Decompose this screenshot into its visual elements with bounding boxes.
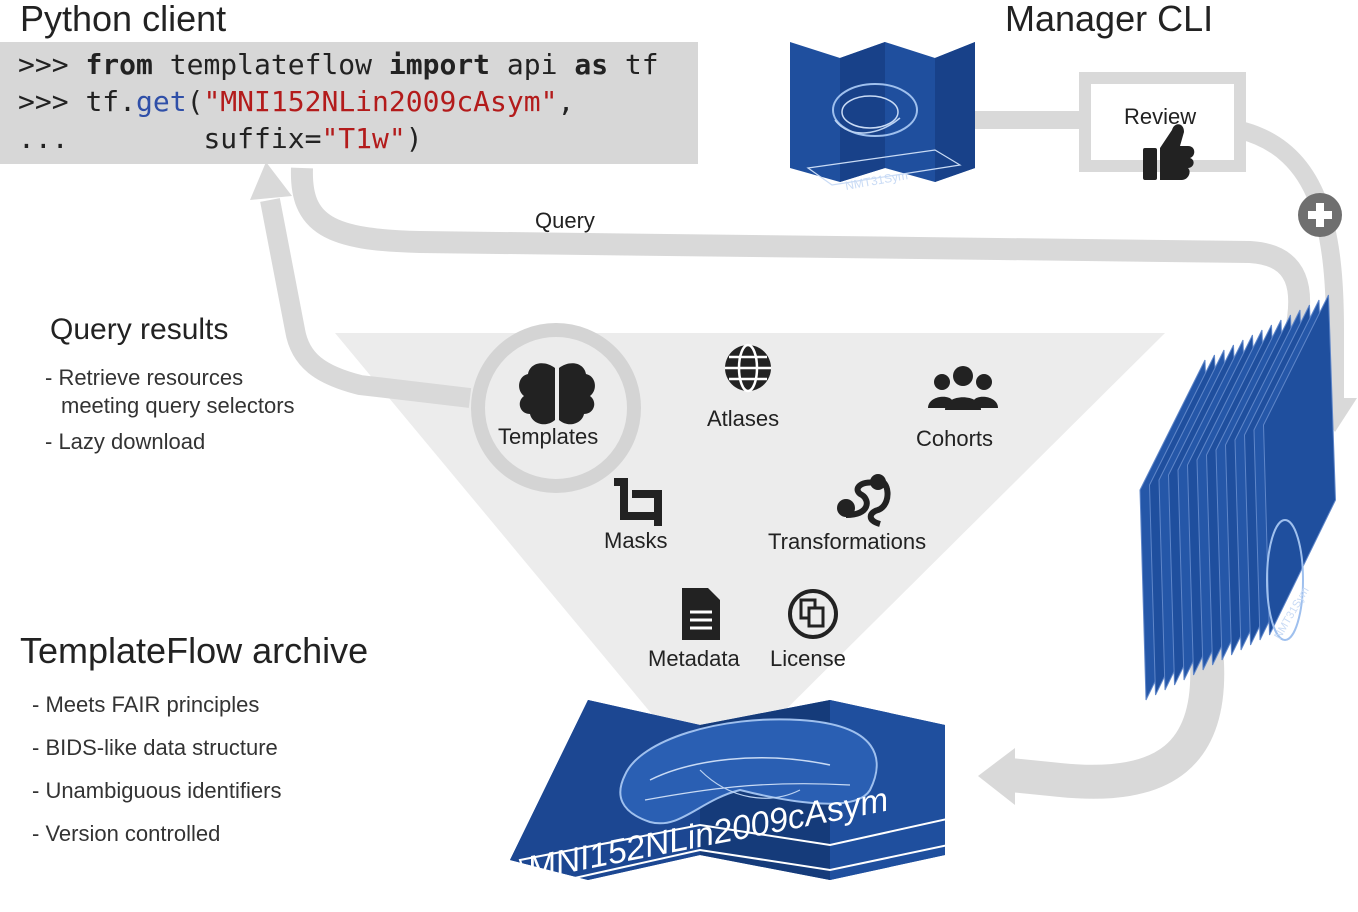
code-paren-open: ( [186, 85, 204, 118]
cohorts-label: Cohorts [916, 426, 994, 451]
masks-label: Masks [604, 528, 668, 553]
manager-cli-title: Manager CLI [1005, 0, 1214, 39]
query-results-bullet-1: - Retrieve resources [45, 365, 244, 390]
archive-bullet-3: - Unambiguous identifiers [32, 778, 282, 803]
license-label: License [770, 646, 846, 671]
metadata-label: Metadata [648, 646, 740, 671]
query-results-bullet-2: - Lazy download [45, 429, 206, 454]
code-line-3: ... suffix="T1w") [18, 122, 423, 155]
stack-archive-arrow-head [978, 748, 1015, 805]
route-icon [837, 474, 891, 527]
template-stack [1139, 294, 1337, 701]
code-prompt: ... [18, 122, 69, 155]
new-template-map [790, 42, 975, 186]
code-keyword-as: as [574, 48, 609, 81]
stack-brain-outline [1266, 519, 1304, 641]
query-label: Query [535, 208, 595, 233]
stack-archive-arrow-path [1008, 637, 1225, 799]
code-object: tf. [85, 85, 137, 118]
code-name: api [506, 48, 558, 81]
users-icon [928, 366, 998, 410]
query-arrow-path [290, 167, 1311, 365]
code-comma: , [557, 85, 575, 118]
code-paren-close: ) [405, 122, 423, 155]
code-keyword-import: import [388, 48, 491, 81]
code-module: templateflow [169, 48, 373, 81]
code-keyword-from: from [85, 48, 153, 81]
templates-highlight-ring [471, 323, 641, 493]
code-prompt: >>> [18, 85, 69, 118]
transformations-label: Transformations [768, 529, 927, 554]
archive-funnel [335, 333, 1165, 760]
templates-label: Templates [498, 424, 599, 449]
archive-bullet-2: - BIDS-like data structure [32, 735, 278, 760]
code-prompt: >>> [18, 48, 69, 81]
archive-bullet-1: - Meets FAIR principles [32, 692, 260, 717]
thumbs-up-icon [1143, 124, 1195, 180]
code-template-string: "MNI152NLin2009cAsym" [203, 85, 558, 118]
globe-icon [725, 343, 771, 393]
query-results-bullet-1-cont: meeting query selectors [61, 393, 295, 418]
code-function: get [136, 85, 187, 118]
document-icon [682, 588, 720, 640]
code-line-1: >>> from templateflow import api as tf [18, 48, 659, 81]
code-line-2: >>> tf.get("MNI152NLin2009cAsym", [18, 85, 574, 118]
archive-title: TemplateFlow archive [20, 630, 369, 671]
code-block: >>> from templateflow import api as tf >… [0, 42, 698, 164]
results-arrow-head [250, 162, 292, 200]
review-label: Review [1124, 104, 1197, 129]
archive-bullet-4: - Version controlled [32, 821, 221, 846]
python-client-title: Python client [20, 0, 227, 39]
code-suffix-string: "T1w" [321, 122, 406, 155]
code-argument: suffix= [203, 122, 322, 155]
brain-icon [519, 363, 595, 425]
copy-icon [788, 589, 838, 639]
crop-icon [614, 478, 662, 526]
plus-badge-v [1316, 203, 1324, 227]
archive-template-map [510, 700, 974, 890]
atlases-label: Atlases [707, 406, 780, 431]
query-results-title: Query results [50, 313, 229, 346]
code-alias: tf [624, 48, 659, 81]
results-arrow-path [260, 198, 472, 408]
